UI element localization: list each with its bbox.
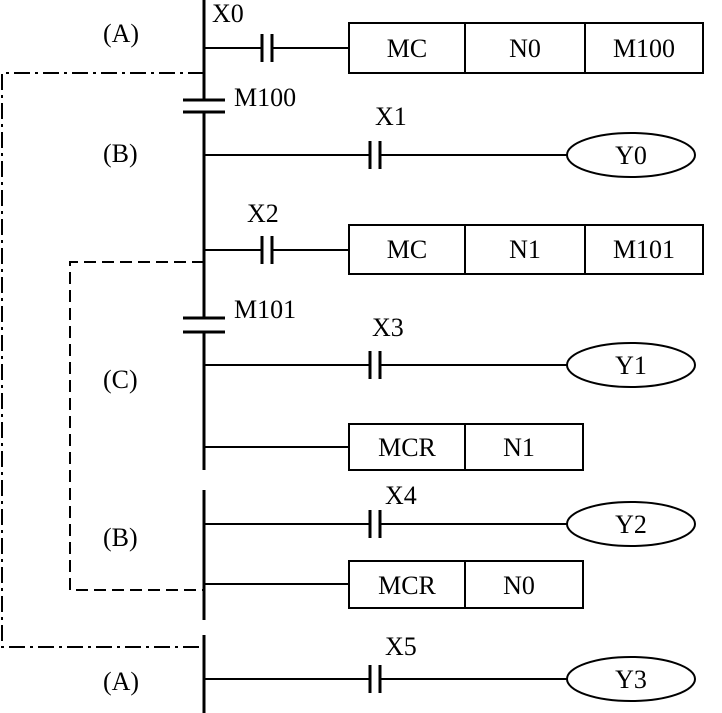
coil-label-y0: Y0 xyxy=(615,141,647,170)
master-contact-label-m100: M100 xyxy=(234,83,296,112)
rung-mcr-n1: MCR N1 xyxy=(204,423,584,471)
coil-y1 xyxy=(566,342,696,388)
contact-label-x5: X5 xyxy=(385,632,417,661)
mcr-n1-op: MCR xyxy=(378,433,436,462)
rung-mc-n1: X2 MC N1 M101 xyxy=(204,199,704,275)
instruction-box-mc-n1 xyxy=(348,224,704,275)
master-contact-m101: M101 xyxy=(183,295,296,334)
scope-bracket-n1 xyxy=(69,261,204,591)
mc-n0-device: M100 xyxy=(613,34,675,63)
mcr-n0-nest: N0 xyxy=(503,571,535,600)
master-contact-label-m101: M101 xyxy=(234,295,296,324)
mc-n0-op: MC xyxy=(387,34,427,63)
rung-y3: X5 Y3 xyxy=(204,632,696,702)
section-label-c: (C) xyxy=(103,365,138,394)
contact-label-x4: X4 xyxy=(385,481,417,510)
rung-mc-n0: X0 MC N0 M100 xyxy=(204,0,704,74)
master-contact-m100: M100 xyxy=(183,83,296,114)
coil-label-y1: Y1 xyxy=(615,351,647,380)
contact-label-x3: X3 xyxy=(372,313,404,342)
section-label-b-bottom: (B) xyxy=(103,523,138,552)
rung-y2: X4 Y2 xyxy=(204,481,696,547)
coil-y0 xyxy=(566,132,696,178)
contact-label-x2: X2 xyxy=(247,199,279,228)
rung-mcr-n0: MCR N0 xyxy=(204,560,584,609)
scope-bracket-n0 xyxy=(1,72,204,648)
mc-n1-device: M101 xyxy=(613,235,675,264)
mcr-n1-nest: N1 xyxy=(503,433,535,462)
contact-label-x1: X1 xyxy=(375,102,407,131)
section-label-a-bottom: (A) xyxy=(103,667,139,696)
section-label-a-top: (A) xyxy=(103,19,139,48)
rung-y0: X1 Y0 xyxy=(204,102,696,178)
mc-n1-op: MC xyxy=(387,235,427,264)
instruction-box-mc-n0 xyxy=(348,22,704,74)
rung-y1: X3 Y1 xyxy=(204,313,696,388)
coil-label-y3: Y3 xyxy=(615,665,647,694)
contact-label-x0: X0 xyxy=(212,0,244,28)
section-label-b-top: (B) xyxy=(103,139,138,168)
mc-n1-nest: N1 xyxy=(509,235,541,264)
coil-y3 xyxy=(566,656,696,702)
mcr-n0-op: MCR xyxy=(378,571,436,600)
coil-label-y2: Y2 xyxy=(615,510,647,539)
coil-y2 xyxy=(566,501,696,547)
mc-n0-nest: N0 xyxy=(509,34,541,63)
